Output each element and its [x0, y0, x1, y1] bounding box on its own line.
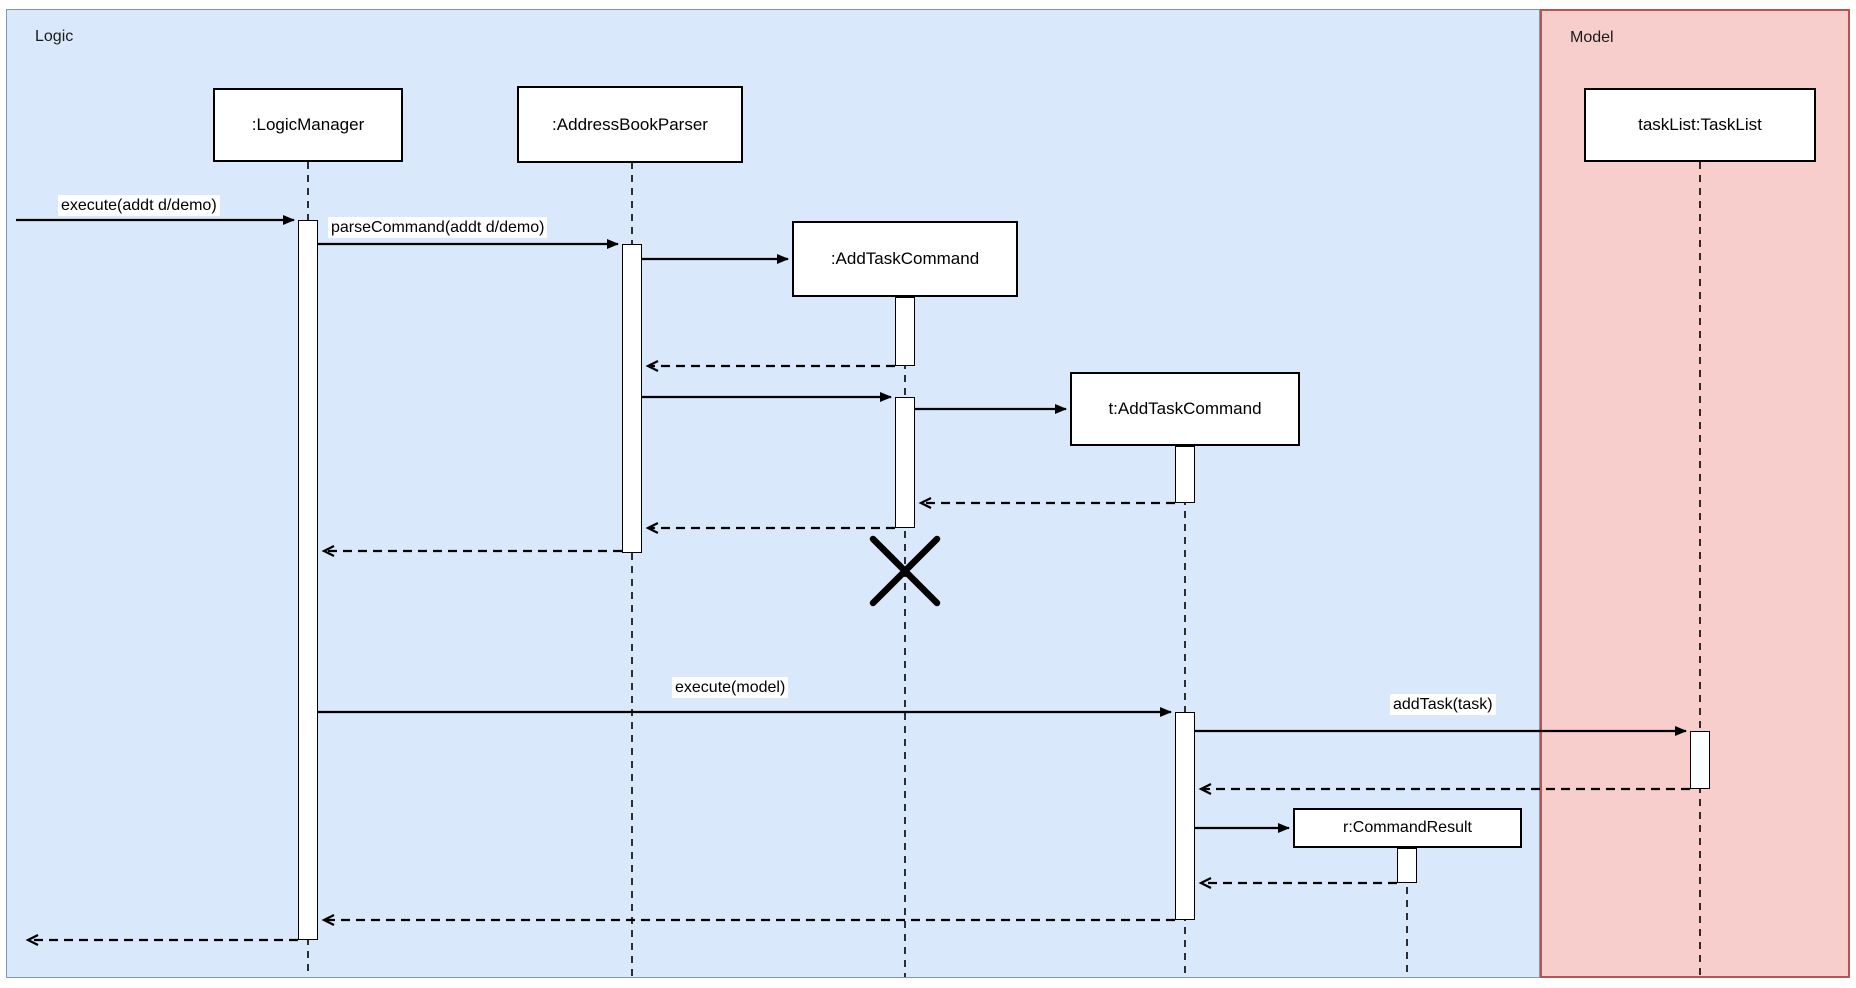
lifeline-box-addressbookparser: :AddressBookParser	[517, 86, 743, 163]
lifeline-box-addressbookparser-label: :AddressBookParser	[552, 114, 708, 134]
lifeline-box-t-addtaskcommand-label: t:AddTaskCommand	[1108, 399, 1262, 418]
lifeline-box-t-addtaskcommand: t:AddTaskCommand	[1070, 372, 1300, 446]
message-label-parsecommand: parseCommand(addt d/demo)	[328, 217, 548, 238]
activation-addressbookparser	[622, 244, 642, 553]
lifeline-box-tasklist: taskList:TaskList	[1584, 88, 1816, 162]
lifeline-box-logicmanager: :LogicManager	[213, 88, 403, 162]
activation-r-commandresult	[1397, 848, 1417, 883]
lifeline-box-tasklist-label: taskList:TaskList	[1638, 115, 1762, 134]
logic-frame: Logic	[6, 9, 1540, 978]
lifeline-box-r-commandresult-label: r:CommandResult	[1343, 819, 1472, 836]
model-frame-label: Model	[1570, 29, 1614, 46]
lifeline-box-logicmanager-label: :LogicManager	[251, 115, 365, 134]
activation-t-addtaskcommand-create	[1175, 446, 1195, 503]
message-label-execute-addt: execute(addt d/demo)	[58, 195, 220, 216]
logic-frame-label: Logic	[35, 28, 74, 45]
activation-addtaskcommand-call	[895, 397, 915, 528]
model-frame: Model	[1540, 9, 1850, 978]
activation-tasklist	[1690, 731, 1710, 789]
activation-addtaskcommand-create	[895, 297, 915, 366]
activation-logicmanager	[298, 220, 318, 940]
message-label-addtask: addTask(task)	[1390, 694, 1496, 715]
lifeline-box-addtaskcommand-label: :AddTaskCommand	[830, 249, 980, 268]
lifeline-box-addtaskcommand: :AddTaskCommand	[792, 221, 1018, 297]
message-label-execute-model: execute(model)	[672, 677, 789, 698]
activation-t-addtaskcommand-execute	[1175, 712, 1195, 920]
lifeline-box-r-commandresult: r:CommandResult	[1293, 808, 1522, 848]
